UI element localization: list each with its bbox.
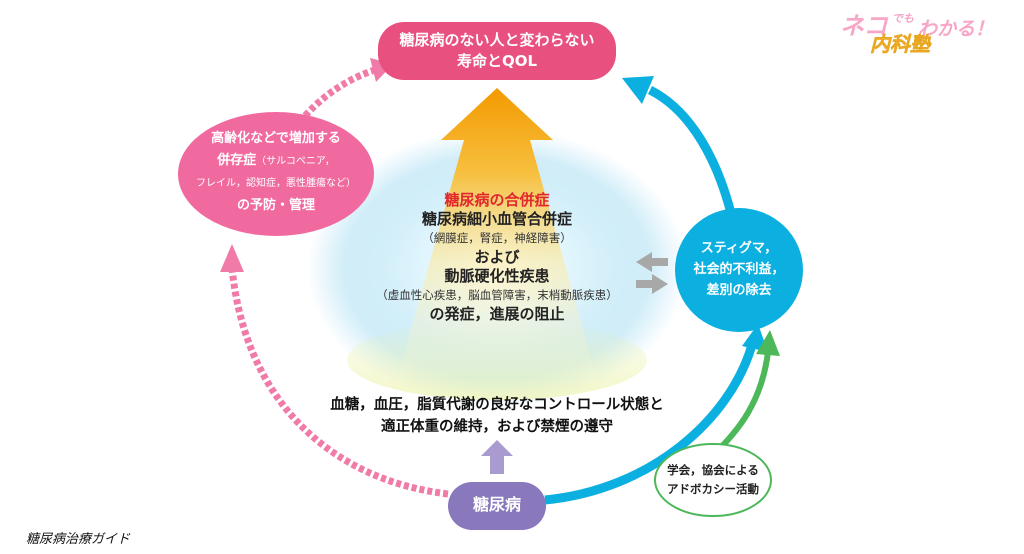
control-line2: 適正体重の維持，および禁煙の遵守: [381, 419, 613, 435]
complications-block: 糖尿病の合併症 糖尿病細小血管合併症 （網膜症，腎症，神経障害） および 動脈硬…: [347, 191, 647, 324]
comorbidity-term: 併存症: [217, 153, 257, 168]
stigma-label: スティグマ， 社会的不利益， 差別の除去: [675, 238, 803, 301]
comorbidity-line4: の予防・管理: [236, 198, 315, 213]
dashed-left-arrowhead: [220, 244, 244, 272]
comorbidity-line2: 併存症（サルコペニア，: [178, 150, 374, 173]
stigma-line1: スティグマ，: [700, 241, 778, 256]
microvascular-label: 糖尿病細小血管合併症: [421, 210, 572, 228]
comorbidity-label: 高齢化などで増加する 併存症（サルコペニア， フレイル，認知症，悪性腫瘍など） …: [178, 128, 374, 217]
advocacy-line2: アドボカシー活動: [667, 482, 759, 496]
stigma-line3: 差別の除去: [706, 283, 772, 298]
control-block: 血糖，血圧，脂質代謝の良好なコントロール状態と 適正体重の維持，および禁煙の遵守: [297, 394, 697, 438]
diabetes-label: 糖尿病: [448, 494, 546, 515]
stigma-line2: 社会的不利益，: [693, 262, 785, 277]
diabetes-up-arrow: [481, 440, 513, 474]
macrovascular-paren: （虚血性心疾患，脳血管障害，末梢動脈疾患）: [376, 288, 618, 302]
comorbidity-paren: （サルコペニア，: [256, 156, 335, 167]
comorbidity-line1: 高齢化などで増加する: [211, 131, 341, 146]
gray-left-arrow: [636, 252, 668, 272]
brand-demo: でも: [892, 12, 914, 25]
and-label: および: [474, 248, 520, 266]
control-line1: 血糖，血圧，脂質代謝の良好なコントロール状態と: [330, 397, 664, 413]
goal-line1: 糖尿病のない人と変わらない: [399, 31, 595, 49]
complications-title: 糖尿病の合併症: [444, 191, 550, 209]
upward-cone-arrow: [398, 88, 596, 376]
cyan-top-arc: [647, 85, 740, 231]
source-caption: 糖尿病治療ガイド: [26, 532, 131, 547]
gray-right-arrow: [636, 274, 668, 294]
dashed-left-arc: [228, 267, 449, 498]
prevention-label: の発症，進展の阻止: [429, 305, 565, 323]
brand-naika: 内科塾: [870, 32, 931, 57]
advocacy-ellipse: [654, 443, 772, 517]
microvascular-paren: （網膜症，腎症，神経障害）: [422, 231, 572, 245]
advocacy-line1: 学会，協会による: [667, 463, 759, 477]
comorbidity-line3: フレイル，認知症，悪性腫瘍など）: [196, 178, 356, 189]
brand-neko: ネコ: [840, 12, 888, 40]
cyan-top-arrowhead: [622, 76, 654, 104]
cyan-bottom-arc: [544, 343, 757, 505]
diabetes-text: 糖尿病: [472, 495, 521, 514]
comorbidity-ellipse: [178, 112, 374, 236]
brand-logo: ネコ でも わかる！ 内科塾: [840, 2, 1020, 56]
diabetes-box: [448, 482, 546, 530]
goal-label: 糖尿病のない人と変わらない 寿命とQOL: [378, 30, 616, 72]
advocacy-label: 学会，協会による アドボカシー活動: [655, 461, 771, 499]
macrovascular-label: 動脈硬化性疾患: [444, 267, 550, 285]
green-arrowhead: [756, 330, 780, 356]
brand-wakaru: わかる！: [918, 18, 995, 40]
goal-line2: 寿命とQOL: [456, 52, 538, 70]
goal-box: [378, 22, 616, 80]
stigma-circle: [675, 208, 803, 332]
